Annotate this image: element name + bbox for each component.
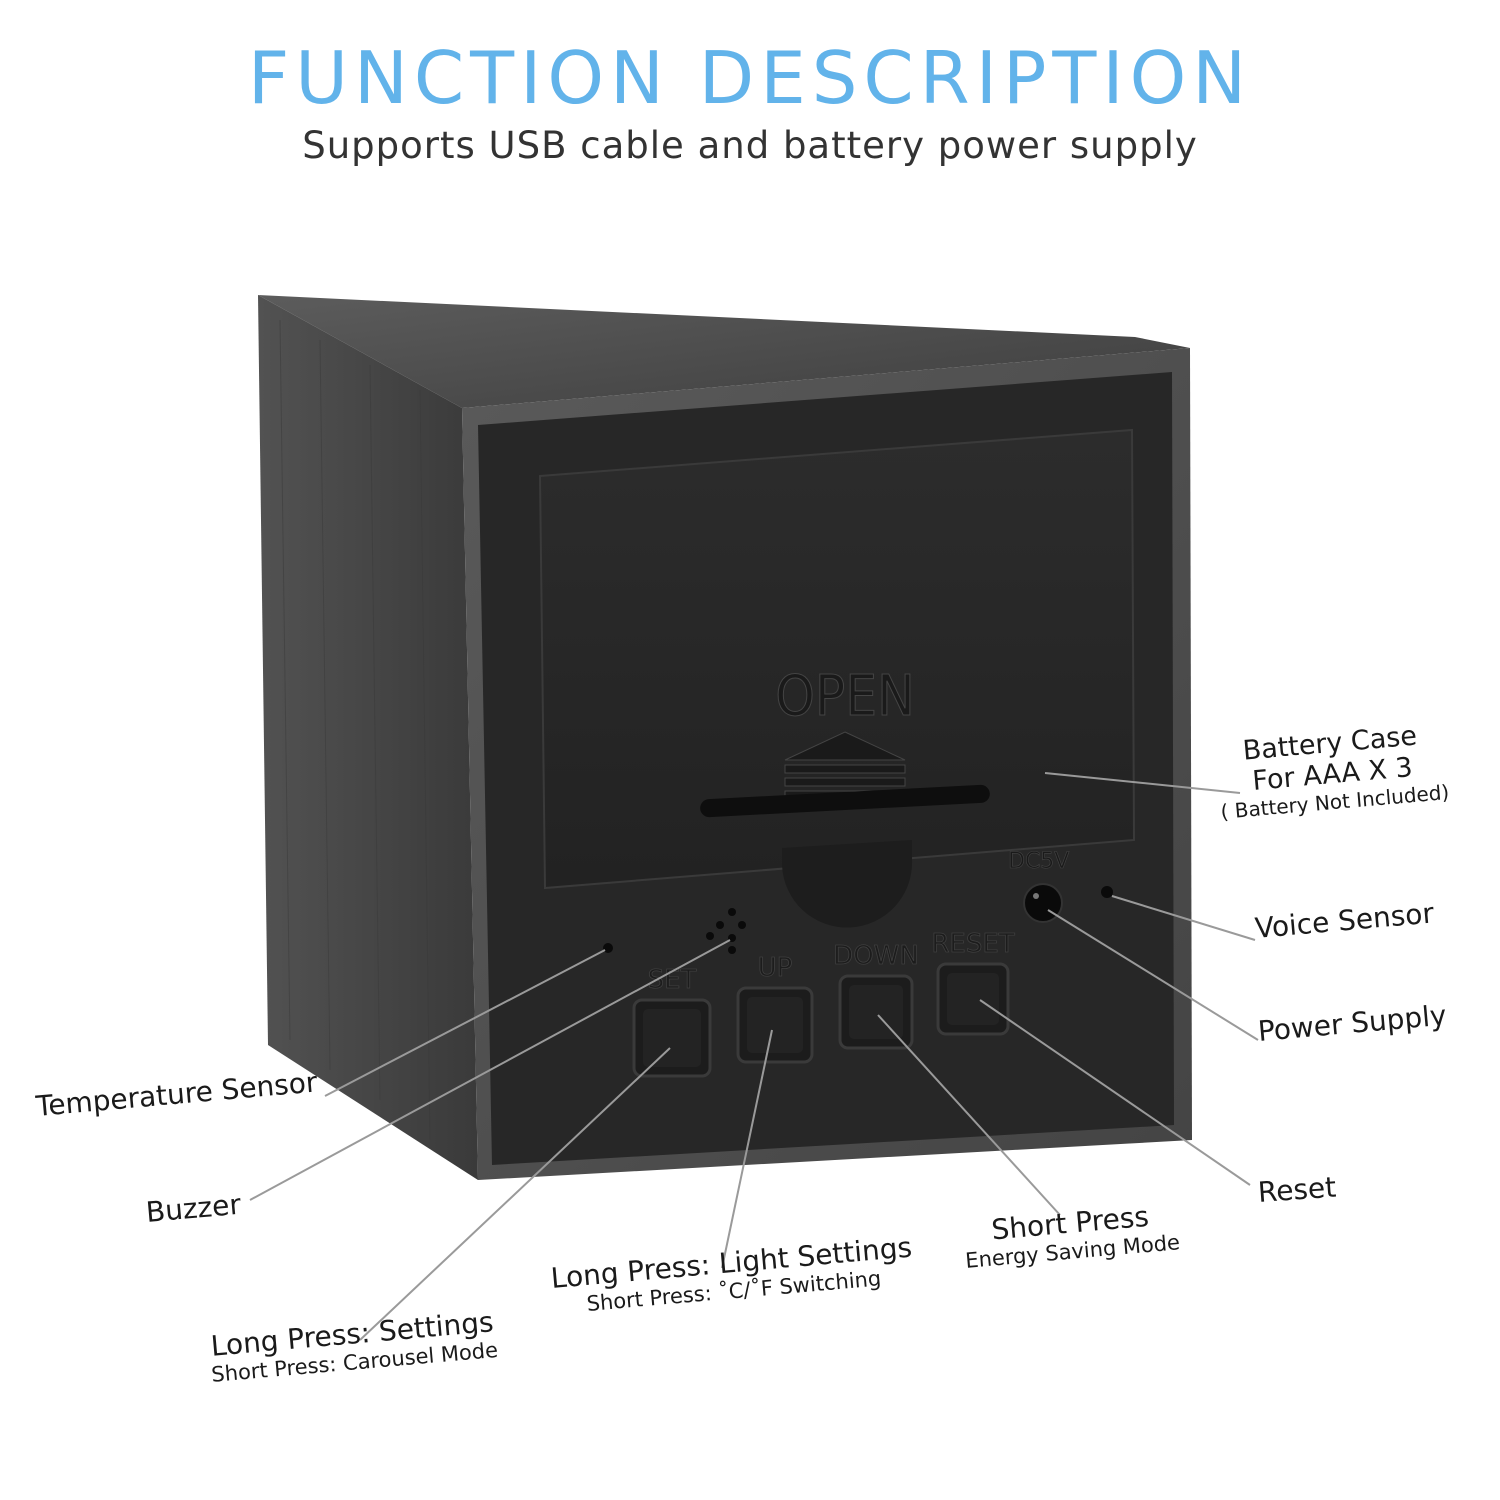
page-subtitle: Supports USB cable and battery power sup… bbox=[302, 124, 1198, 167]
voice-sensor-hole bbox=[1101, 886, 1113, 898]
buzzer-holes bbox=[706, 908, 746, 954]
set-button[interactable] bbox=[632, 998, 712, 1078]
up-button-label: UP bbox=[758, 953, 793, 983]
cover-slot bbox=[700, 784, 990, 818]
reset-button-label: RESET bbox=[931, 929, 1014, 959]
cube-top-face bbox=[258, 295, 1190, 408]
reset-callout: Reset bbox=[1257, 1171, 1337, 1209]
reset-button[interactable] bbox=[936, 962, 1010, 1036]
cover-open-label: OPEN bbox=[775, 664, 915, 729]
thumb-grip bbox=[782, 840, 913, 928]
battery-cover bbox=[538, 428, 1136, 890]
cube-left-face bbox=[258, 295, 478, 1180]
leader-lines bbox=[249, 772, 1259, 1341]
reset-label: Reset bbox=[1256, 1170, 1338, 1209]
down-button[interactable] bbox=[838, 974, 914, 1050]
wood-grain bbox=[279, 319, 431, 1141]
dc-jack-label: DC5V bbox=[1008, 849, 1069, 874]
page-title: FUNCTION DESCRIPTION bbox=[247, 36, 1253, 120]
up-button[interactable] bbox=[736, 986, 814, 1064]
temperature-sensor-hole bbox=[603, 943, 613, 953]
down-button-label: DOWN bbox=[833, 941, 919, 971]
